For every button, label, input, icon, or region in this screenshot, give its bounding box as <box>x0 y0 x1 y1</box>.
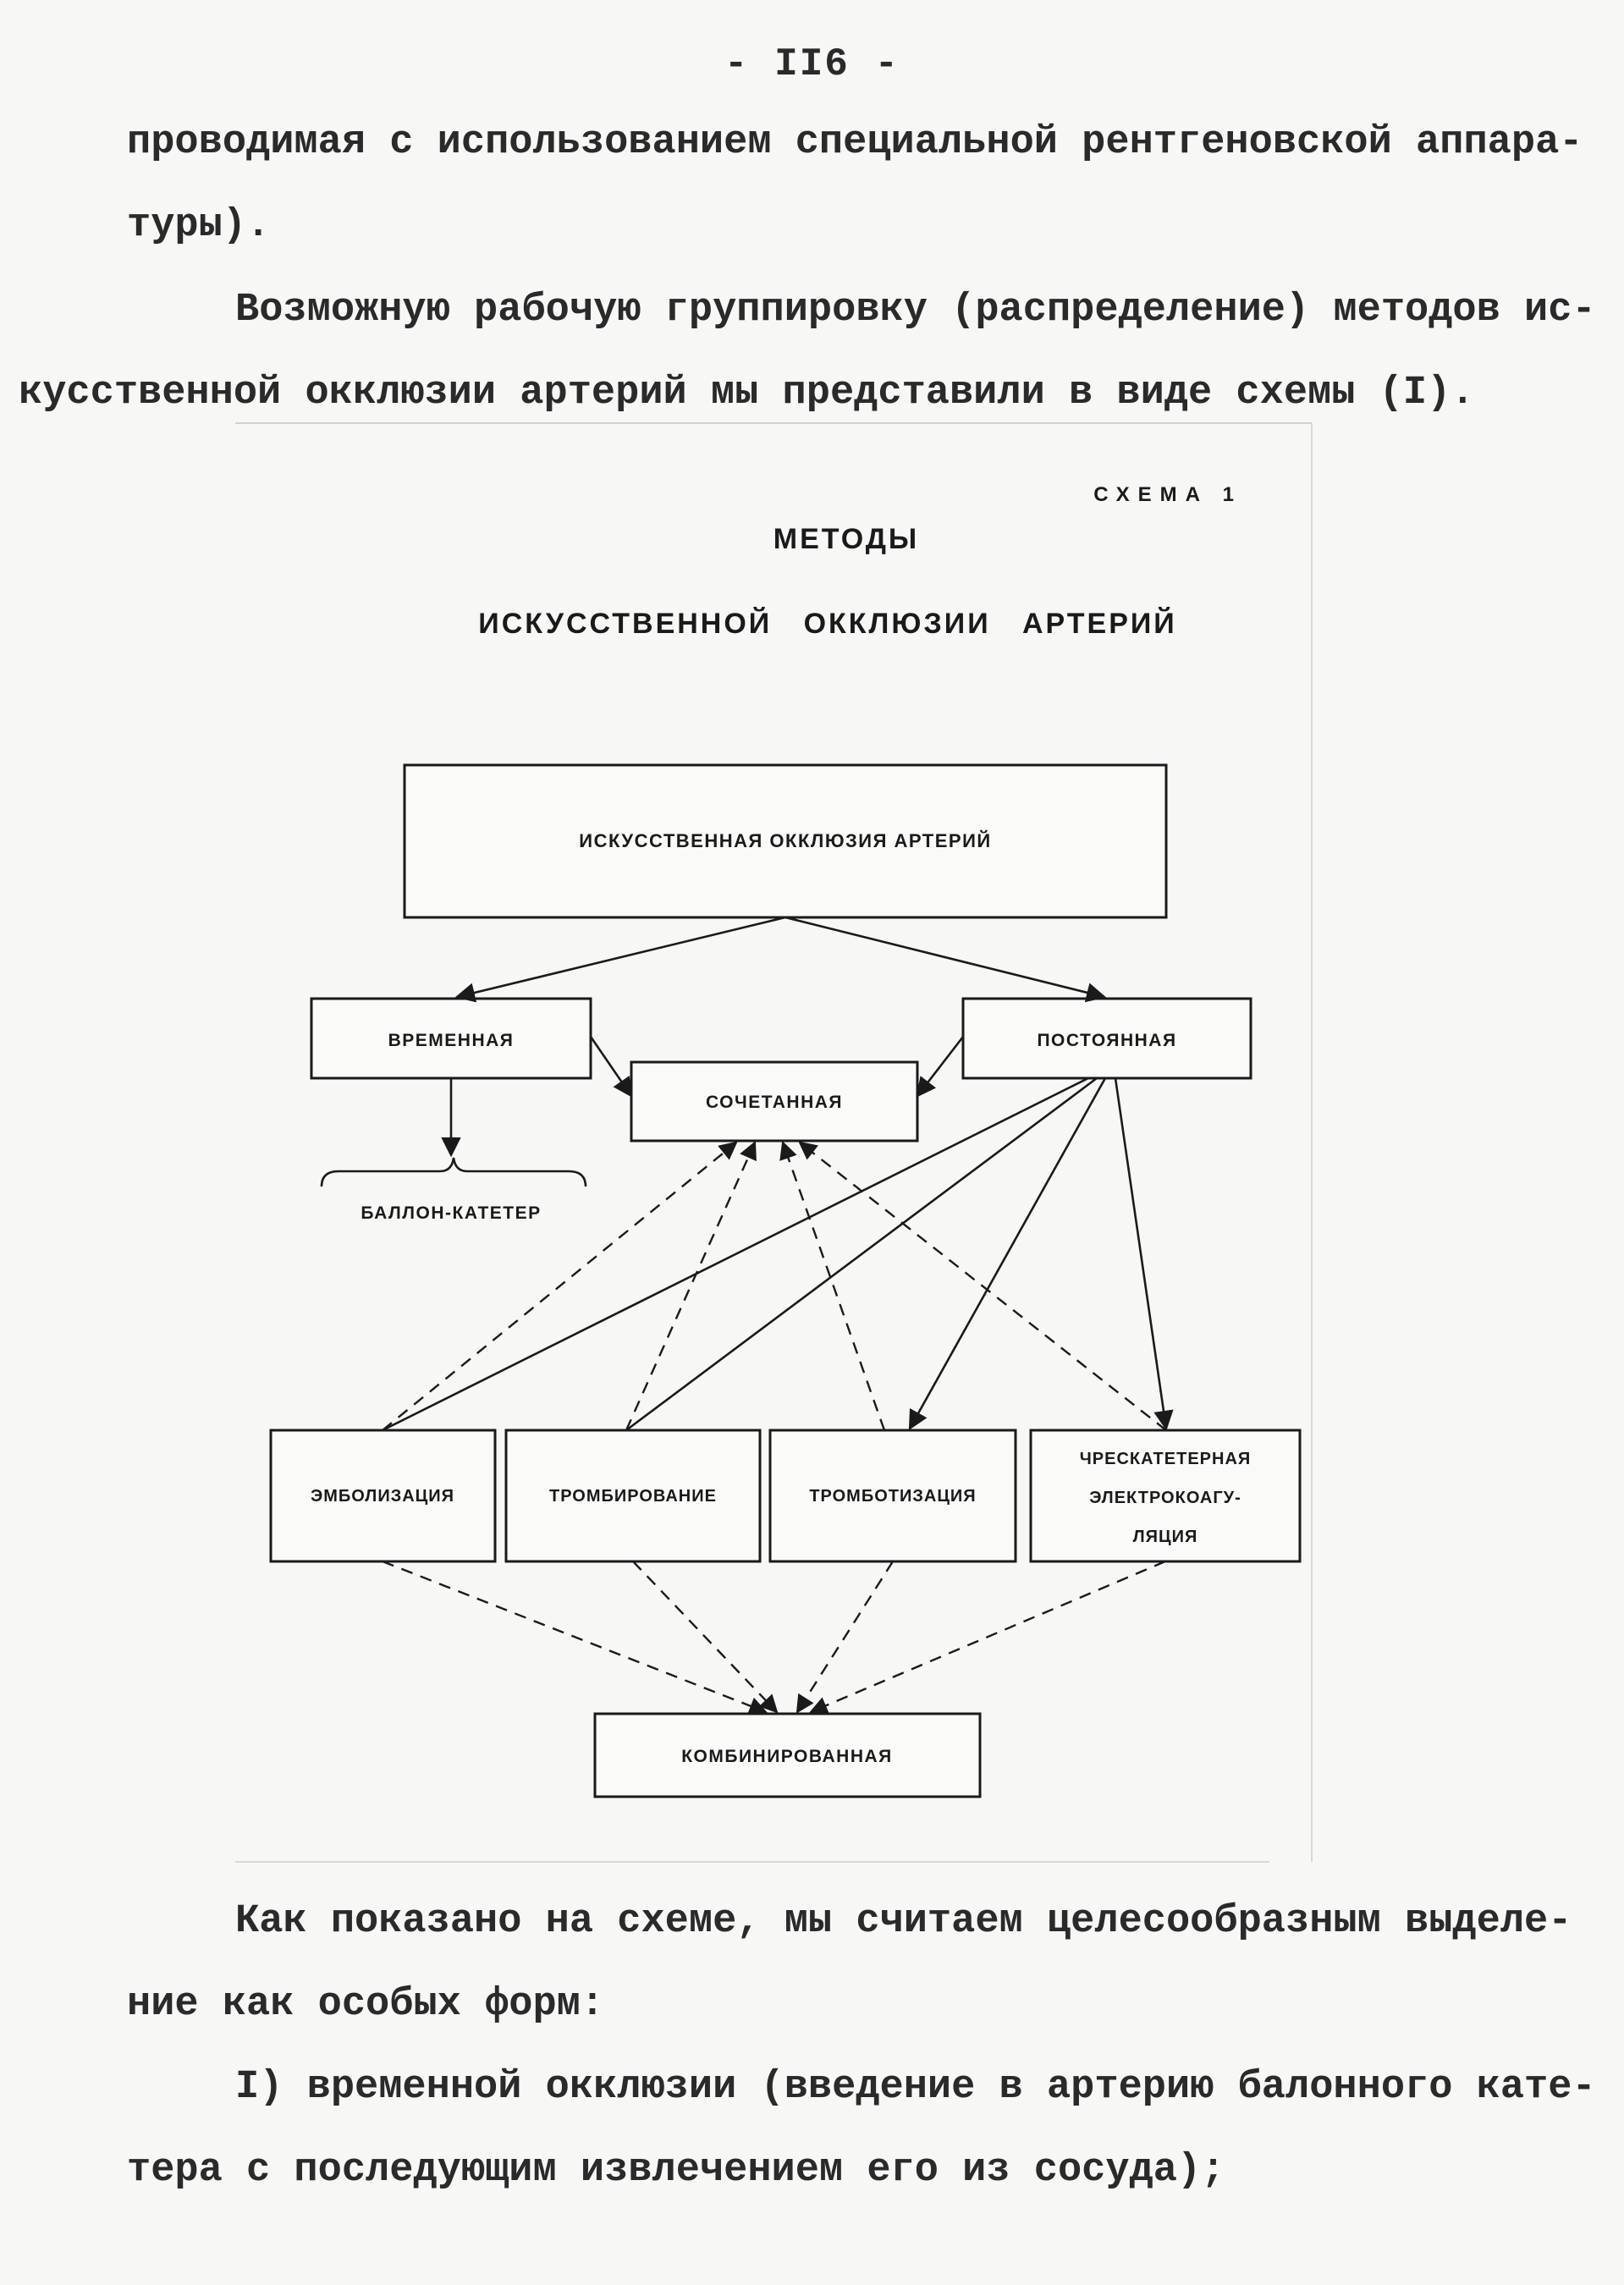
node-thrombotization: ТРОМБОТИЗАЦИЯ <box>768 1429 1017 1563</box>
arrow-permanent-to-electrocoagulation <box>1114 1077 1174 1431</box>
paragraph-after: Как показано на схеме, мы считаем целесо… <box>127 1880 1572 2046</box>
list-item-1-line-1: I) временной окклюзии (введение в артери… <box>235 2065 1596 2110</box>
arrow-permanent-to-thrombotization <box>908 1077 1107 1431</box>
arrow-root-to-permanent <box>784 916 1107 1003</box>
node-embolization-label: ЭМБОЛИЗАЦИЯ <box>311 1487 454 1506</box>
schema-label: СХЕМА 1 <box>1093 483 1242 506</box>
node-thrombing-label: ТРОМБИРОВАНИЕ <box>549 1487 717 1506</box>
paragraph-after-line-2: ние как особых форм: <box>127 1982 605 2027</box>
page-number: - II6 - <box>724 42 900 86</box>
schema-title-line-1: МЕТОДЫ <box>773 523 919 555</box>
node-root: ИСКУССТВЕННАЯ ОККЛЮЗИЯ АРТЕРИЙ <box>403 763 1168 919</box>
dashed-arrows <box>382 1140 1167 1715</box>
arrow-temporary-to-combined <box>589 1036 633 1098</box>
paragraph-after-line-1: Как показано на схеме, мы считаем целесо… <box>235 1899 1572 1944</box>
line-permanent-to-thrombing <box>625 1076 1098 1432</box>
arrow-root-to-temporary <box>454 916 786 1003</box>
arrow-permanent-to-combined <box>916 1036 965 1098</box>
line-permanent-to-embolization <box>382 1076 1089 1432</box>
node-thrombing: ТРОМБИРОВАНИЕ <box>504 1429 762 1563</box>
node-thrombotization-label: ТРОМБОТИЗАЦИЯ <box>809 1487 976 1506</box>
node-permanent: ПОСТОЯННАЯ <box>961 997 1252 1080</box>
solid-arrows <box>382 916 1174 1432</box>
balloon-catheter-brace: БАЛЛОН-КАТЕТЕР <box>320 1157 587 1223</box>
dashed-thrombing-to-combined <box>625 1141 757 1431</box>
node-root-label: ИСКУССТВЕННАЯ ОККЛЮЗИЯ АРТЕРИЙ <box>579 830 991 851</box>
paragraph-intro-line-2: кусственной окклюзии артерий мы представ… <box>19 371 1475 416</box>
paragraph-top-line-2: туры). <box>127 203 271 248</box>
dashed-thrombotization-to-final <box>795 1561 895 1714</box>
paragraph-intro-line-1: Возможную рабочую группировку (распредел… <box>235 288 1596 333</box>
node-electrocoagulation-line-1: ЧРЕСКАТЕТЕРНАЯ <box>1080 1450 1252 1468</box>
node-electrocoagulation-line-3: ЛЯЦИЯ <box>1133 1528 1198 1546</box>
node-temporary: ВРЕМЕННАЯ <box>310 997 592 1080</box>
node-combined: КОМБИНИРОВАННАЯ <box>593 1712 982 1798</box>
node-temporary-label: ВРЕМЕННАЯ <box>388 1031 515 1050</box>
list-item-1: I) временной окклюзии (введение в артери… <box>127 2046 1596 2212</box>
paragraph-intro: Возможную рабочую группировку (распредел… <box>19 269 1596 435</box>
balloon-catheter-label: БАЛЛОН-КАТЕТЕР <box>361 1203 541 1223</box>
dashed-embolization-to-combined <box>382 1141 738 1431</box>
dashed-thrombotization-to-combined <box>779 1140 886 1431</box>
node-combined-simultaneous: СОЧЕТАННАЯ <box>630 1060 919 1142</box>
node-combined-simultaneous-label: СОЧЕТАННАЯ <box>706 1093 843 1112</box>
node-electrocoagulation-line-2: ЭЛЕКТРОКОАГУ- <box>1089 1489 1241 1507</box>
dashed-thrombing-to-final <box>632 1561 779 1714</box>
list-item-1-line-2: тера с последующим извлечением его из со… <box>127 2148 1225 2193</box>
dashed-electrocoagulation-to-combined <box>798 1141 1167 1431</box>
dashed-embolization-to-final <box>382 1560 768 1715</box>
node-combined-label: КОМБИНИРОВАННАЯ <box>681 1747 893 1766</box>
figure-frame <box>235 422 1313 1863</box>
paragraph-top-line-1: проводимая с использованием специальной … <box>127 120 1583 165</box>
node-permanent-label: ПОСТОЯННАЯ <box>1037 1031 1176 1050</box>
dashed-electrocoagulation-to-final <box>809 1560 1166 1715</box>
paragraph-top: проводимая с использованием специальной … <box>127 102 1583 267</box>
schema-title-line-2: ИСКУССТВЕННОЙ ОККЛЮЗИИ АРТЕРИЙ <box>478 607 1177 640</box>
node-electrocoagulation: ЧРЕСКАТЕТЕРНАЯ ЭЛЕКТРОКОАГУ- ЛЯЦИЯ <box>1029 1429 1302 1563</box>
node-embolization: ЭМБОЛИЗАЦИЯ <box>269 1429 497 1563</box>
